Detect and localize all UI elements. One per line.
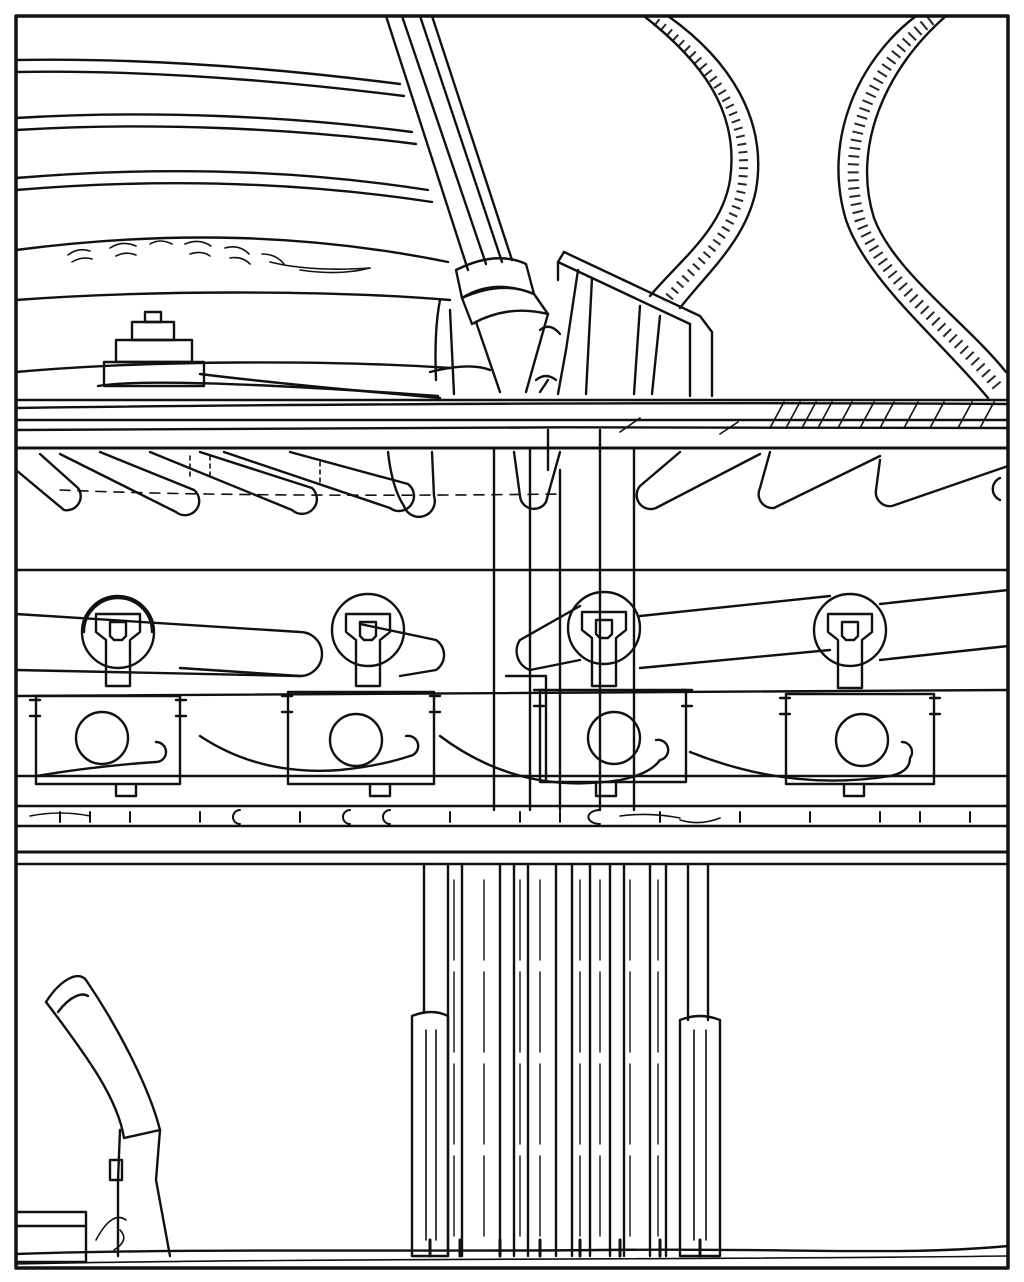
panel-frame [16,16,1008,1268]
roller-bars [16,590,1008,696]
hose-right [838,16,1006,398]
roller-row [16,452,1008,517]
small-box [16,1212,126,1262]
connector-unit-3 [440,592,692,796]
rack-bolts [30,810,970,824]
knob [98,312,440,398]
bottom-left-hose [46,976,170,1256]
bracket [536,252,712,396]
vertical-pipes [412,864,720,1256]
hose-left [644,16,758,308]
connector-unit-2 [200,594,440,796]
connector-unit-1 [30,596,186,796]
middle-rack [16,570,1008,864]
diagonal-pole [386,16,548,394]
floor-cable [16,1246,1008,1254]
bowl-wheel [16,60,450,372]
connector-unit-4 [690,594,940,796]
upper-rack [16,400,1008,448]
